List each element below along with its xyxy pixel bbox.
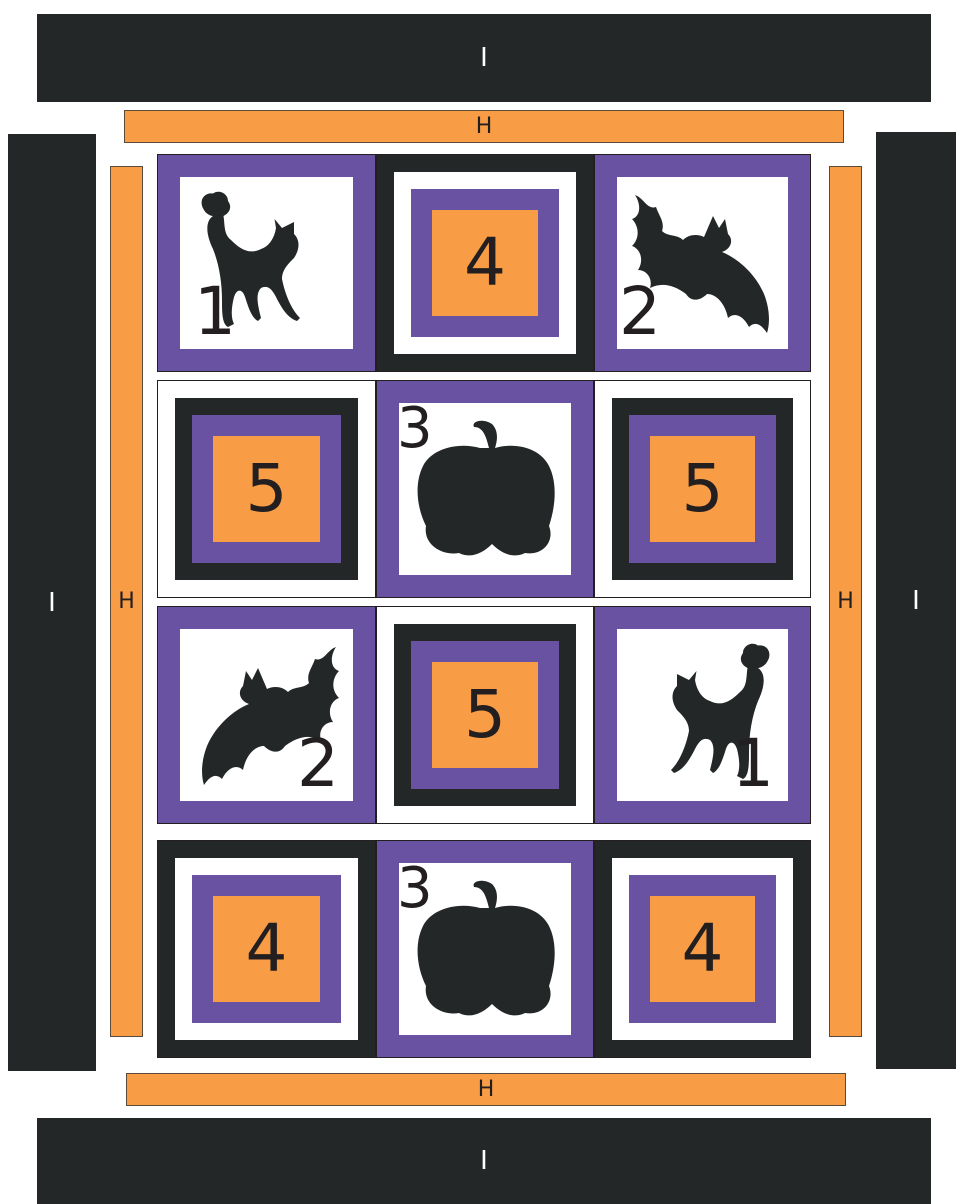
border-h-top: H	[124, 110, 844, 143]
quilt-block-4: 4	[376, 154, 594, 372]
quilt-block-5: 5	[376, 606, 594, 824]
quilt-block-3: 3	[376, 380, 594, 598]
border-i-bottom-label: I	[480, 1146, 488, 1176]
border-i-left-label: I	[48, 588, 56, 618]
block-number: 4	[464, 230, 506, 296]
quilt-block-4: 4	[594, 840, 811, 1058]
quilt-block-2: 2	[157, 606, 376, 824]
pumpkin-icon	[411, 875, 561, 1025]
border-h-bottom: H	[126, 1073, 846, 1106]
border-h-bottom-label: H	[478, 1077, 495, 1102]
quilt-block-5: 5	[594, 380, 811, 598]
block-number: 5	[246, 456, 288, 522]
quilt-block-4: 4	[157, 840, 376, 1058]
quilt-block-1: 1	[594, 606, 811, 824]
border-h-left-label: H	[118, 589, 135, 614]
block-number: 4	[682, 916, 724, 982]
block-number: 4	[246, 916, 288, 982]
block-number: 2	[619, 279, 661, 345]
block-number: 1	[732, 731, 774, 797]
block-number: 5	[682, 456, 724, 522]
quilt-block-5: 5	[157, 380, 376, 598]
border-h-top-label: H	[476, 114, 493, 139]
block-number: 5	[464, 682, 506, 748]
block-number: 3	[397, 401, 433, 457]
pumpkin-icon	[411, 415, 561, 565]
quilt-block-3: 3	[376, 840, 594, 1058]
quilt-block-1: 1	[157, 154, 376, 372]
quilt-center: 1 4 2 5 3 5 2 5 1 4 3 4	[157, 154, 811, 1058]
border-i-right: I	[876, 132, 956, 1069]
border-h-right-label: H	[837, 589, 854, 614]
border-i-top: I	[37, 14, 931, 102]
border-i-left: I	[8, 134, 96, 1071]
block-number: 3	[397, 861, 433, 917]
border-i-right-label: I	[912, 586, 920, 616]
quilt-block-2: 2	[594, 154, 811, 372]
block-number: 2	[297, 731, 339, 797]
border-h-right: H	[829, 166, 862, 1037]
border-h-left: H	[110, 166, 143, 1037]
border-i-bottom: I	[37, 1118, 931, 1204]
block-number: 1	[194, 279, 236, 345]
border-i-top-label: I	[480, 43, 488, 73]
